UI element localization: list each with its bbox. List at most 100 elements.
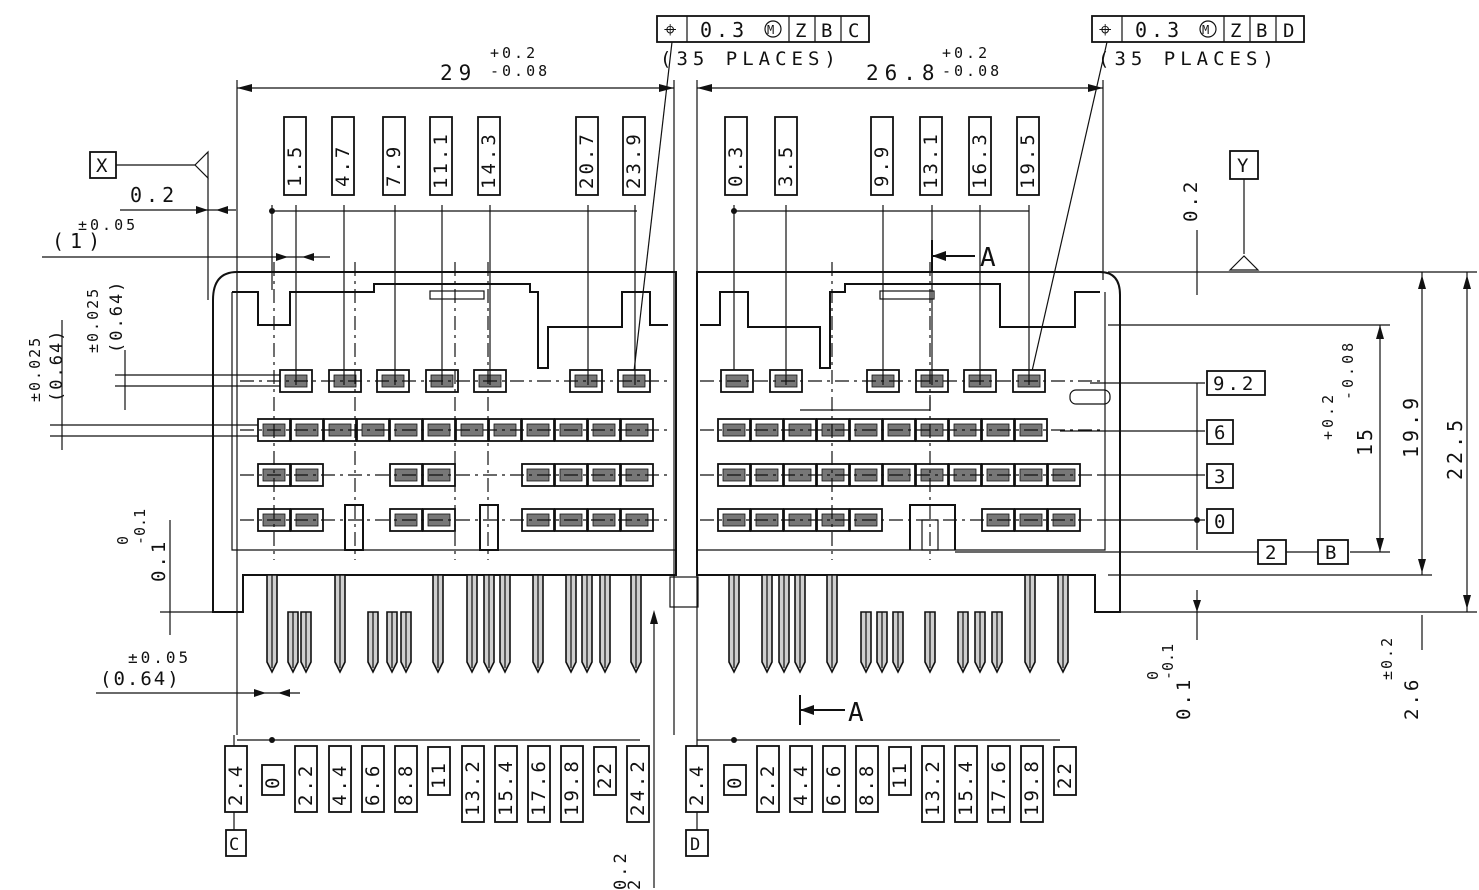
dim-2-6-tol: ±0.2	[1378, 636, 1396, 680]
pin-cell	[816, 418, 850, 442]
svg-text:0: 0	[724, 775, 746, 789]
overall-left-dim: 29 +0.2 -0.08	[236, 44, 675, 735]
pin	[466, 574, 478, 674]
pin	[794, 574, 806, 674]
pin-row	[266, 205, 1069, 674]
datum-b-label: B	[1325, 542, 1336, 564]
bottom-dimensions-left: C 0.2 2	[225, 610, 658, 890]
overall-right-dim: 26.8 +0.2 -0.08	[696, 44, 1104, 735]
svg-text:13.2: 13.2	[922, 758, 944, 816]
dim-01-left-base: 0.1	[148, 539, 170, 582]
left-dimensions: 0.2 (1) ±0.05 (0.64) ±0.025 (0.64) ±0.02…	[26, 183, 330, 697]
top-right-pitch-1: 0.3	[725, 144, 747, 187]
svg-text:13.2: 13.2	[462, 758, 484, 816]
connector-body-right	[696, 271, 1121, 613]
svg-text:6.6: 6.6	[823, 763, 845, 806]
overall-right-tol-plus: +0.2	[942, 44, 990, 62]
bottom-right-pitch-3: 2.2	[756, 745, 780, 813]
dim-1-left: (1)	[52, 229, 106, 253]
svg-text:4.4: 4.4	[790, 763, 812, 806]
fcf-left-ref-3: C	[848, 20, 859, 42]
row-label-4: 0	[1214, 511, 1225, 533]
datum-d-label: D	[690, 835, 700, 855]
dim-064-a: (0.64)	[47, 329, 67, 402]
pin	[432, 574, 444, 674]
svg-text:4.4: 4.4	[329, 763, 351, 806]
overall-right-value: 26.8	[866, 61, 941, 85]
fcf-right-ref-1: Z	[1230, 20, 1241, 42]
datum-x-label: X	[96, 155, 108, 177]
pin-cell	[915, 463, 949, 487]
overall-right-tol-minus: -0.08	[942, 62, 1002, 80]
dim-064-a-tol: ±0.025	[26, 336, 44, 402]
pin	[499, 574, 511, 674]
bottom-left-pitch-4: 4.4	[328, 745, 352, 813]
pin	[974, 611, 986, 674]
svg-text:17.6: 17.6	[528, 758, 550, 816]
pin	[565, 574, 577, 674]
svg-text:11: 11	[889, 760, 911, 789]
bottom-left-pitch-11: 19.8	[560, 745, 584, 823]
top-right-pitch-6: 19.5	[1017, 131, 1039, 189]
dim-2: 2	[1265, 542, 1276, 564]
dim-01-left-tol2: -0.1	[131, 509, 149, 545]
overall-left-value: 29	[440, 61, 477, 85]
overall-left-tol-plus: +0.2	[490, 44, 538, 62]
pin	[367, 611, 379, 674]
pin	[778, 574, 790, 674]
bottom-right-pitch-2: 0	[723, 764, 747, 796]
bottom-right-pitch-10: 17.6	[987, 745, 1011, 823]
bottom-left-pitch-3: 2.2	[294, 745, 318, 813]
dim-064-b-tol: ±0.025	[84, 287, 102, 353]
pin	[287, 611, 299, 674]
top-left-pitch-labels: 1.5 4.7 7.9 11.1 14.3 20.7 23.9	[269, 116, 646, 290]
bottom-left-pitch-2: 0	[261, 764, 285, 796]
connector-body-left	[212, 271, 699, 613]
top-left-pitch-7: 23.9	[623, 131, 645, 189]
bottom-left-pitch-12: 22	[593, 746, 617, 796]
bottom-right-pitch-12: 22	[1053, 746, 1077, 796]
bottom-left-pitch-7: 11	[427, 746, 451, 796]
row-label-2: 6	[1214, 422, 1225, 444]
dim-15-tol-minus: -0.08	[1339, 340, 1357, 400]
dim-2-bottom: 2	[625, 880, 645, 890]
svg-text:8.8: 8.8	[856, 763, 878, 806]
fcf-left-note: (35 PLACES)	[660, 48, 841, 70]
fcf-left-modifier: M	[767, 23, 774, 37]
fcf-right-ref-2: B	[1256, 20, 1267, 42]
datum-c-label: C	[229, 835, 239, 855]
bottom-left-pitch-10: 17.6	[527, 745, 551, 823]
bottom-left-pitch-9: 15.4	[494, 745, 518, 823]
pin	[630, 574, 642, 674]
pin	[876, 611, 888, 674]
fcf-left-symbol: ⌖	[664, 18, 676, 43]
pin	[300, 611, 312, 674]
dim-0-2-bottom: 0.2	[611, 850, 631, 890]
svg-text:22: 22	[1054, 760, 1076, 789]
top-left-pitch-1: 1.5	[284, 144, 306, 187]
bottom-left-pitch-1: 2.4	[224, 745, 248, 813]
pin	[334, 574, 346, 674]
dim-15-tol-plus: +0.2	[1319, 392, 1337, 440]
pin	[892, 611, 904, 674]
pin	[860, 611, 872, 674]
svg-text:19.8: 19.8	[1021, 758, 1043, 816]
right-dimensions: 0.2 9.2 6 3 0 2 B 15 +0.2 -0.08 19.9	[955, 179, 1477, 720]
dim-064-pin: (0.64)	[100, 668, 181, 690]
pin	[1024, 574, 1036, 674]
bottom-left-pitch-8: 13.2	[461, 745, 485, 823]
bottom-right-pitch-9: 15.4	[954, 745, 978, 823]
dim-064-pin-tol: ±0.05	[128, 648, 191, 667]
svg-text:17.6: 17.6	[988, 758, 1010, 816]
bottom-left-pitch-13: 24.2	[626, 745, 650, 823]
svg-text:24.2: 24.2	[627, 758, 649, 816]
bottom-right-pitch-11: 19.8	[1020, 745, 1044, 823]
svg-text:22: 22	[594, 760, 616, 789]
pin	[266, 574, 278, 674]
pin-cell-grid	[240, 262, 1100, 560]
svg-text:2.2: 2.2	[295, 763, 317, 806]
pin	[599, 574, 611, 674]
bottom-right-pitch-4: 4.4	[789, 745, 813, 813]
dim-01-right-tol: 0	[1144, 671, 1162, 680]
svg-text:6.6: 6.6	[362, 763, 384, 806]
